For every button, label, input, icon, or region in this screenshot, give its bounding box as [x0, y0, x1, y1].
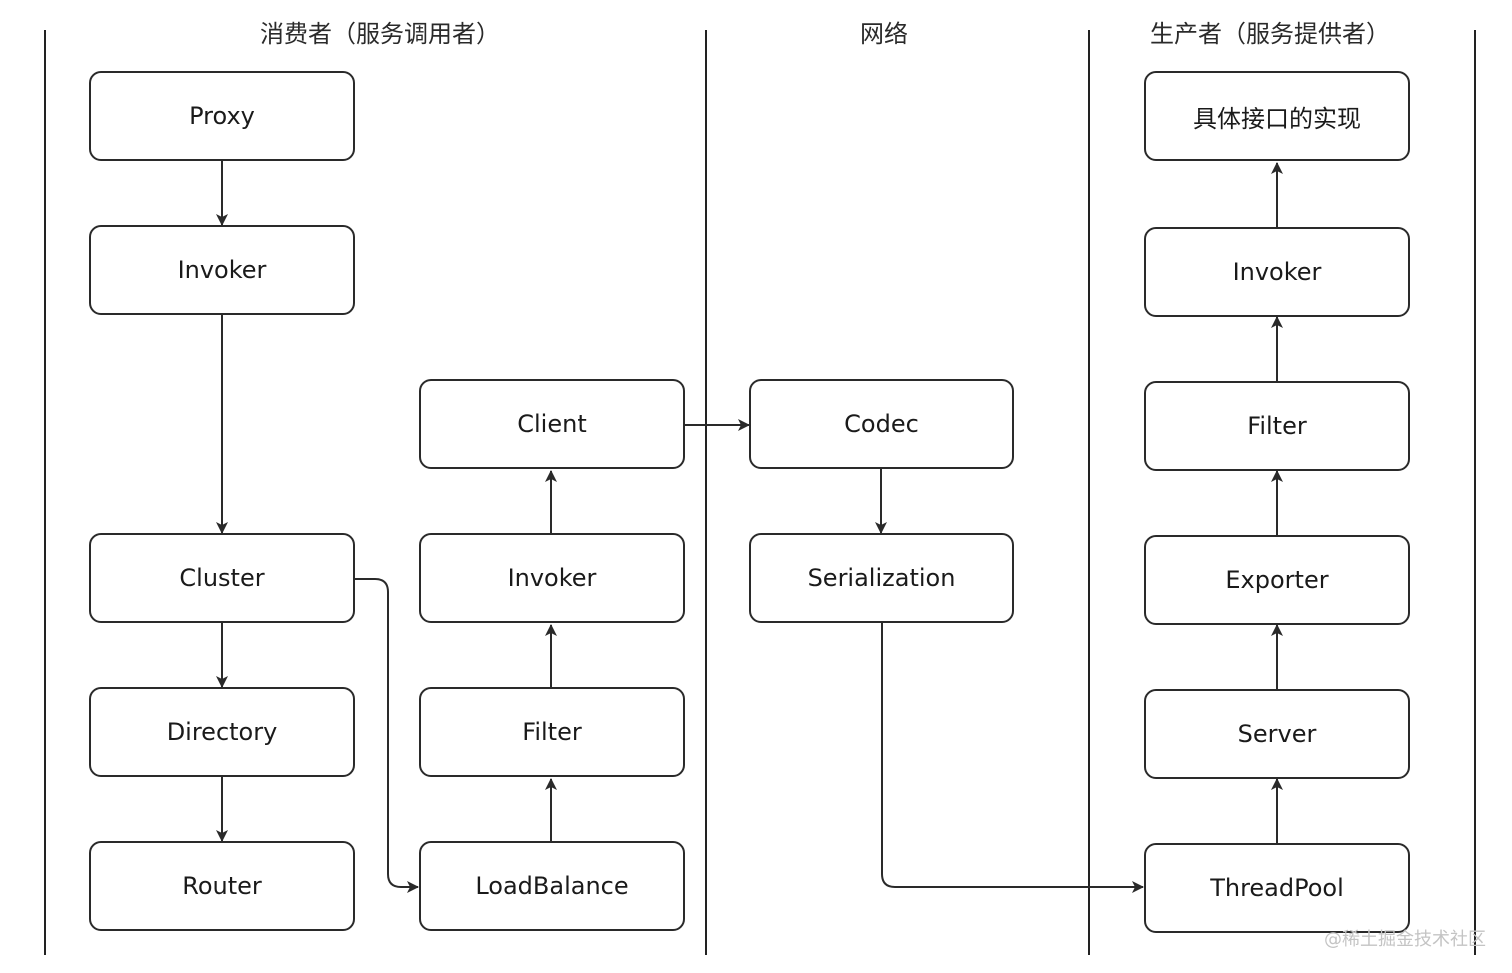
consumer-network-divider: [705, 30, 707, 955]
provider-column-title: 生产者（服务提供者）: [1150, 20, 1390, 48]
arrow-cluster-to-loadbalance: [355, 578, 419, 893]
arrow-serialization-to-threadpool: [881, 623, 1144, 893]
consumer-client-box: Client: [419, 379, 685, 469]
network-provider-divider: [1088, 30, 1090, 955]
right-border-line: [1474, 30, 1476, 955]
network-serialization-box: Serialization: [749, 533, 1014, 623]
consumer-directory-box: Directory: [89, 687, 355, 777]
provider-impl-box: 具体接口的实现: [1144, 71, 1410, 161]
provider-server-box: Server: [1144, 689, 1410, 779]
consumer-column-title: 消费者（服务调用者）: [260, 20, 500, 48]
provider-threadpool-box: ThreadPool: [1144, 843, 1410, 933]
consumer-invoker2-box: Invoker: [419, 533, 685, 623]
provider-exporter-box: Exporter: [1144, 535, 1410, 625]
watermark-text: @稀土掘金技术社区: [1324, 929, 1486, 950]
consumer-loadbalance-box: LoadBalance: [419, 841, 685, 931]
consumer-cluster-box: Cluster: [89, 533, 355, 623]
provider-invoker-box: Invoker: [1144, 227, 1410, 317]
network-codec-box: Codec: [749, 379, 1014, 469]
left-border-line: [44, 30, 46, 955]
consumer-router-box: Router: [89, 841, 355, 931]
consumer-proxy-box: Proxy: [89, 71, 355, 161]
consumer-filter-box: Filter: [419, 687, 685, 777]
network-column-title: 网络: [860, 20, 908, 48]
provider-filter-box: Filter: [1144, 381, 1410, 471]
consumer-invoker-box: Invoker: [89, 225, 355, 315]
